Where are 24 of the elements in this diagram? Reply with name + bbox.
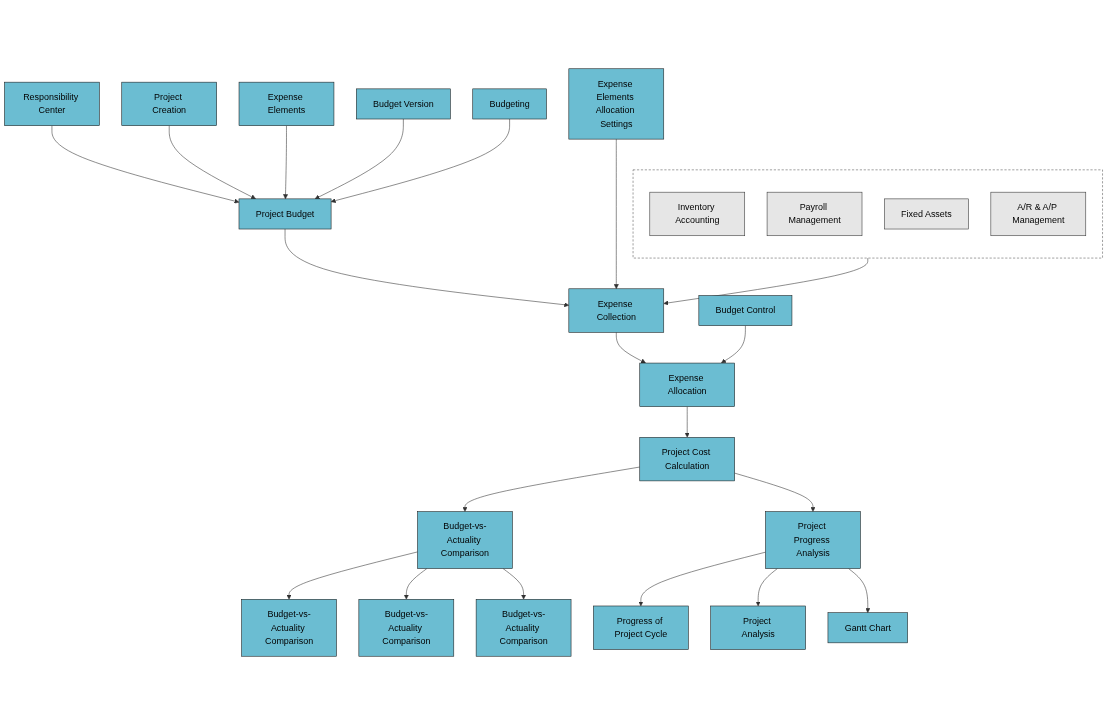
node-box: Budget-vs-Actuality Comparison [417, 511, 513, 569]
node-box: Budget Version [356, 88, 451, 120]
node-box: Budget-vs-Actuality Comparison [358, 599, 455, 657]
node-box: Expense Collection [568, 288, 665, 333]
node-box: Responsibility Center [4, 81, 100, 126]
node-box: Budget-vs-Actuality Comparison [241, 599, 337, 657]
node-box: Expense Allocation [639, 362, 735, 407]
node-box: Project Progress Analysis [765, 511, 861, 569]
node-box: Gantt Chart [827, 612, 908, 644]
node-box: Inventory Accounting [649, 191, 745, 236]
node-box: Progress of Project Cycle [593, 605, 689, 650]
node-box: A/R & A/P Management [990, 191, 1087, 236]
node-box: Budget-vs-Actuality Comparison [475, 599, 572, 657]
node-box: Payroll Management [766, 191, 863, 236]
node-box: Project Analysis [710, 605, 806, 650]
node-box: Project Budget [238, 198, 332, 230]
node-box: Project Cost Calculation [639, 437, 735, 482]
node-box: Expense Elements Allocation Settings [568, 68, 665, 140]
cluster [632, 169, 1103, 259]
node-box: Budgeting [472, 88, 547, 120]
node-box: Expense Elements [238, 81, 335, 126]
node-box: Budget Control [698, 295, 793, 326]
node-box: Fixed Assets [884, 198, 969, 230]
node-box: Project Creation [121, 81, 217, 126]
